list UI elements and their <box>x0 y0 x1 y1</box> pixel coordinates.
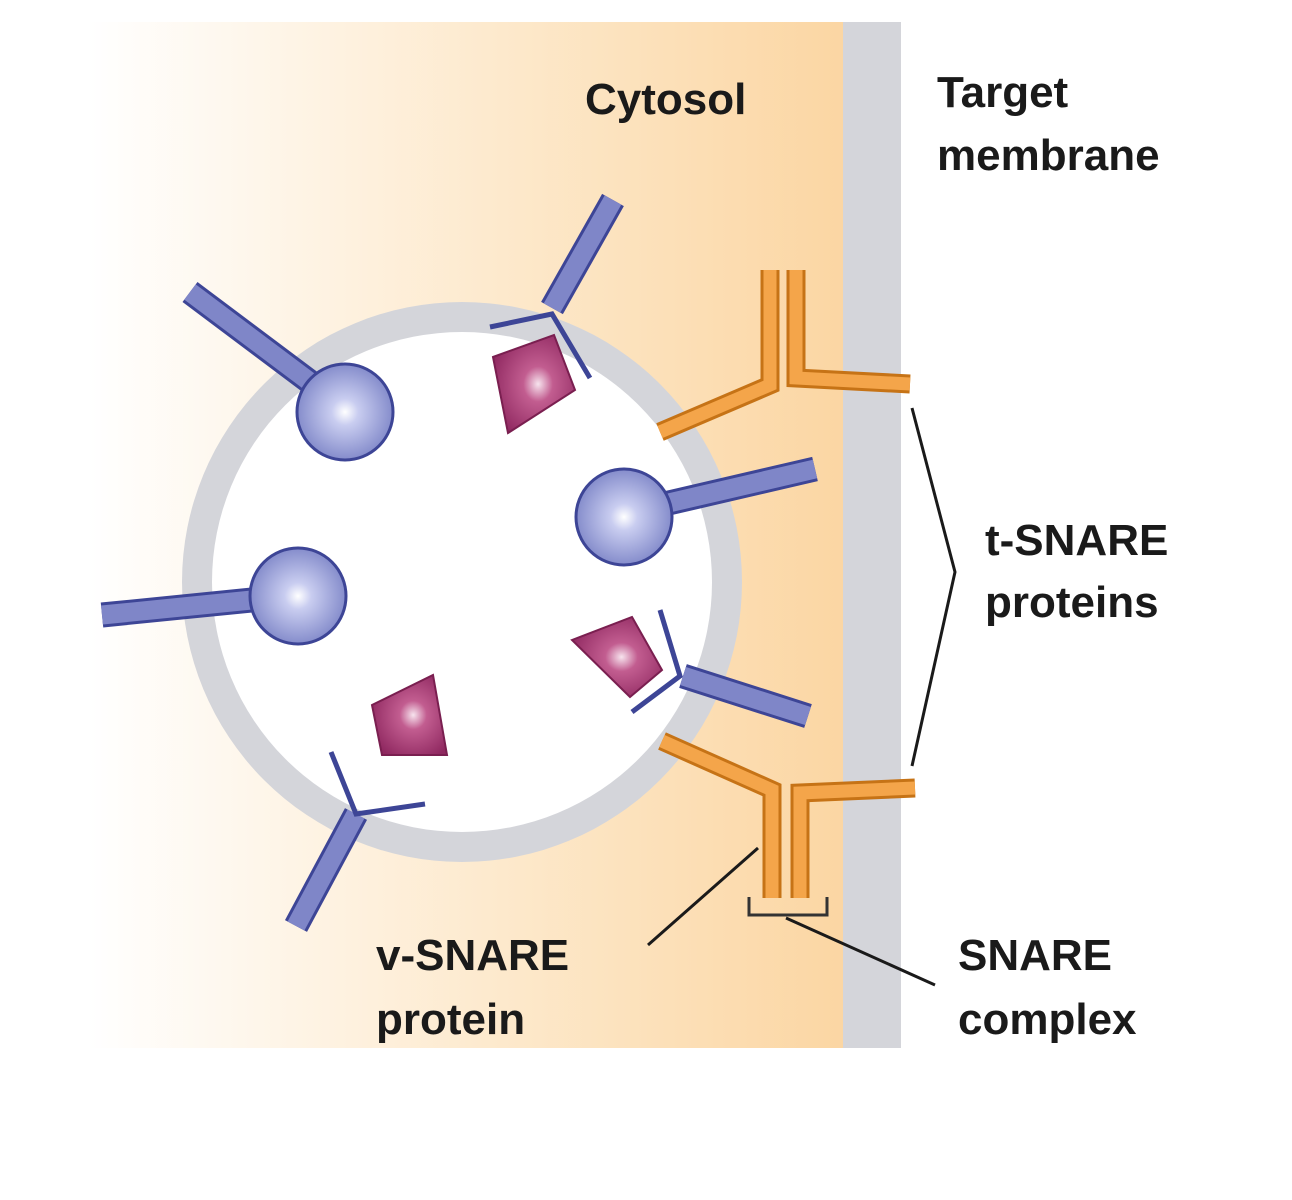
t-snare-protein-top <box>656 270 911 441</box>
t-snare-brace <box>910 407 957 767</box>
cargo-receptor-right <box>570 609 812 728</box>
label-v-snare-2: protein <box>376 995 525 1044</box>
cargo-molecule <box>491 333 577 435</box>
label-target-membrane-2: membrane <box>937 131 1160 180</box>
label-snare-complex-2: complex <box>958 995 1137 1044</box>
cargo-molecule <box>370 673 449 756</box>
label-snare-complex-1: SNARE <box>958 931 1112 980</box>
cargo-molecule <box>570 615 664 699</box>
receptor-protein-left <box>100 546 348 646</box>
target-membrane <box>843 22 901 1048</box>
cargo-receptor-bottom <box>284 673 449 932</box>
receptor-protein-upper-left <box>182 282 395 462</box>
v-snare-leader <box>647 846 759 947</box>
label-cytosol: Cytosol <box>585 75 746 124</box>
receptor-protein-right <box>574 456 818 567</box>
t-snare-protein-bottom <box>658 732 916 898</box>
label-v-snare-1: v-SNARE <box>376 931 569 980</box>
cargo-receptor-top <box>489 193 624 435</box>
snare-complex-bracket <box>747 897 829 917</box>
label-target-membrane-1: Target <box>937 68 1069 117</box>
label-t-snare-2: proteins <box>985 578 1159 627</box>
snare-complex-leader <box>785 916 936 987</box>
label-t-snare-1: t-SNARE <box>985 516 1168 565</box>
